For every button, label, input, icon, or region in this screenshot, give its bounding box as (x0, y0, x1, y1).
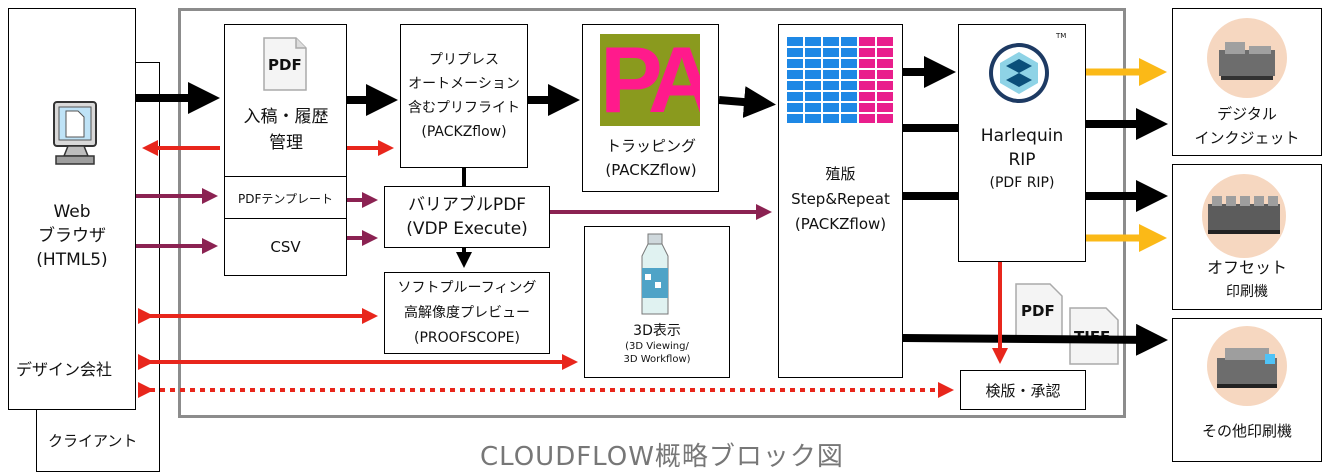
soft-proof-box: ソフトプルーフィング 高解像度プレビュー (PROOFSCOPE) (384, 272, 550, 354)
imposition-tile (805, 92, 821, 101)
imposition-tile (787, 59, 803, 68)
imposition-tile (787, 103, 803, 112)
pdf-template-box: PDFテンプレート (224, 176, 347, 220)
imposition-tile (859, 103, 875, 112)
imposition-tile (859, 70, 875, 79)
imposition-tile (787, 70, 803, 79)
imposition-tile (787, 37, 803, 46)
imposition-tile (841, 70, 857, 79)
imposition-tile (805, 37, 821, 46)
imposition-tile (859, 37, 875, 46)
pdf-file-icon: PDF (262, 36, 308, 92)
imposition-tile (823, 37, 839, 46)
imposition-tile (841, 114, 857, 123)
imposition-tile (841, 37, 857, 46)
harlequin-label: Harlequin RIP (PDF RIP) (980, 126, 1064, 191)
imposition-grid-icon (786, 36, 894, 132)
inspection-box: 検版・承認 (960, 370, 1086, 410)
offset-press-icon (1198, 170, 1290, 266)
imposition-tile (859, 59, 875, 68)
imposition-tile (841, 81, 857, 90)
imposition-tile (859, 48, 875, 57)
imposition-tile (859, 81, 875, 90)
imposition-tile (823, 103, 839, 112)
imposition-tile (877, 70, 893, 79)
imposition-tile (823, 59, 839, 68)
arrow-imposition-to-other (902, 323, 1168, 356)
pdf-document-label: PDF (1021, 302, 1055, 320)
imposition-tile (787, 114, 803, 123)
imposition-tile (877, 114, 893, 123)
imposition-tile (877, 48, 893, 57)
packz-logo-letters: PA (600, 34, 700, 126)
imposition-tile (877, 92, 893, 101)
web-browser-label: Web ブラウザ (HTML5) (36, 202, 108, 270)
imposition-tile (805, 59, 821, 68)
digital-inkjet-label: デジタル インクジェット (1194, 105, 1300, 147)
imposition-tile (805, 70, 821, 79)
imposition-tile (787, 48, 803, 57)
design-company-label: デザイン会社 (16, 360, 113, 379)
diagram-title: CLOUDFLOW概略ブロック図 (480, 442, 844, 472)
cloudflow-frame (178, 8, 1126, 418)
harlequin-logo (986, 40, 1052, 110)
packz-logo: PA (600, 34, 700, 126)
imposition-tile (841, 92, 857, 101)
imposition-tile (877, 59, 893, 68)
imposition-tile (805, 114, 821, 123)
imposition-tile (805, 81, 821, 90)
imposition-tile (877, 37, 893, 46)
csv-box: CSV (224, 218, 347, 276)
imposition-tile (841, 59, 857, 68)
preflight-box: プリプレス オートメーション 含むプリフライト (PACKZflow) (400, 24, 528, 168)
imposition-tile (823, 114, 839, 123)
other-press-label: その他印刷機 (1201, 422, 1292, 440)
other-press-icon (1205, 324, 1289, 412)
imposition-tile (859, 114, 875, 123)
imposition-tile (877, 81, 893, 90)
offset-press-label: オフセット 印刷機 (1206, 258, 1287, 300)
imposition-tile (805, 48, 821, 57)
pdf-file-label: PDF (268, 56, 302, 74)
imposition-tile (787, 81, 803, 90)
intake-label: 入稿・履歴 管理 (243, 107, 329, 153)
computer-icon (48, 100, 100, 174)
imposition-tile (787, 92, 803, 101)
imposition-label: 殖版 Step&Repeat (PACKZflow) (791, 165, 890, 233)
imposition-tile (841, 48, 857, 57)
imposition-tile (877, 103, 893, 112)
three-d-label: 3D表示 (3D Viewing/ 3D Workflow) (623, 323, 691, 365)
imposition-tile (859, 92, 875, 101)
imposition-tile (841, 103, 857, 112)
bottle-icon (637, 232, 673, 322)
inkjet-press-icon (1205, 16, 1289, 104)
imposition-tile (823, 92, 839, 101)
variable-pdf-box: バリアブルPDF (VDP Execute) (384, 186, 550, 248)
web-browser-panel (8, 8, 136, 410)
trapping-label: トラッピング (PACKZflow) (605, 137, 697, 179)
pdf-document-icon: PDF (1014, 282, 1064, 340)
client-label: クライアント (48, 432, 138, 450)
imposition-tile (823, 70, 839, 79)
imposition-tile (805, 103, 821, 112)
arrow-trapping-to-imposition (718, 86, 776, 118)
imposition-tile (823, 48, 839, 57)
imposition-tile (823, 81, 839, 90)
harlequin-tm: TM (1056, 32, 1067, 40)
